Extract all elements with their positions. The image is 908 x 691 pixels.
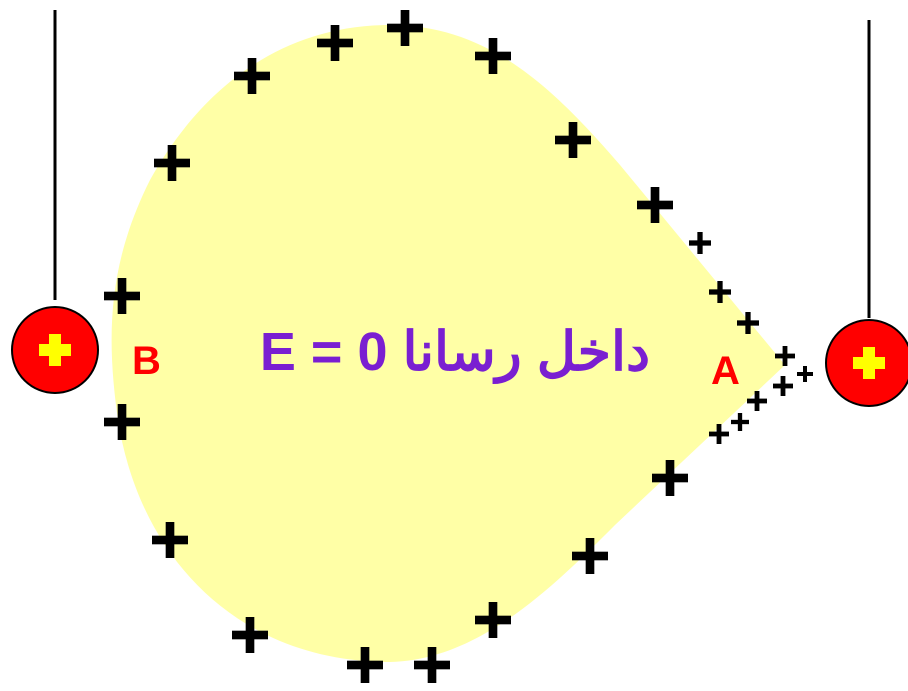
charge-plus-icon — [731, 413, 749, 431]
formula-label: E = داخل رسانا 0 — [260, 322, 650, 385]
charge-plus-icon — [689, 232, 711, 254]
left-charged-ball — [12, 10, 98, 393]
charge-plus-icon — [797, 366, 813, 382]
charge-plus-icon — [773, 376, 793, 396]
point-b-label: B — [132, 339, 161, 383]
point-a-label: A — [711, 349, 740, 393]
right-charged-ball — [826, 20, 908, 406]
